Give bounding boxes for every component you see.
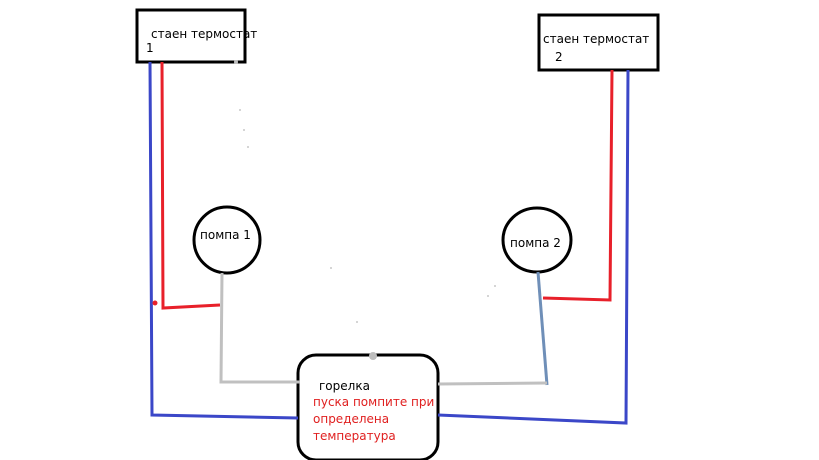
red-wire-dot — [152, 300, 158, 306]
thermostat-1-gray-dot — [234, 60, 238, 64]
burner-note-line-1: пуска помпите при — [313, 395, 435, 409]
thermostat-1-number: 1 — [146, 41, 154, 55]
pump-1-label: помпа 1 — [200, 228, 251, 242]
pump-2-circle — [501, 206, 573, 274]
thermostat-1-blue-wire — [148, 61, 299, 420]
thermostat-2-box — [537, 13, 660, 72]
pump-2-gray-pipe — [437, 381, 548, 386]
burner-note-line-2: определена — [313, 412, 390, 426]
thermostat-1-box — [135, 8, 247, 64]
thermostat-2-label: стаен термостат — [543, 32, 650, 46]
stray-dots — [239, 109, 496, 323]
pump-1-circle — [192, 205, 262, 275]
burner-top-dot — [369, 352, 377, 360]
thermostat-1-label: стаен термостат — [151, 27, 258, 41]
burner-note-line-3: температура — [313, 429, 396, 443]
pump-2-steel-pipe — [536, 271, 549, 386]
pump-1-gray-pipe — [219, 272, 300, 384]
thermostat-2-blue-wire — [437, 69, 630, 425]
thermostat-1-red-wire — [160, 61, 221, 310]
burner-box — [296, 353, 440, 460]
burner-label: горелка — [319, 379, 370, 393]
pump-2-label: помпа 2 — [510, 236, 561, 250]
thermostat-2-number: 2 — [555, 50, 563, 64]
thermostat-2-red-wire — [542, 69, 614, 302]
